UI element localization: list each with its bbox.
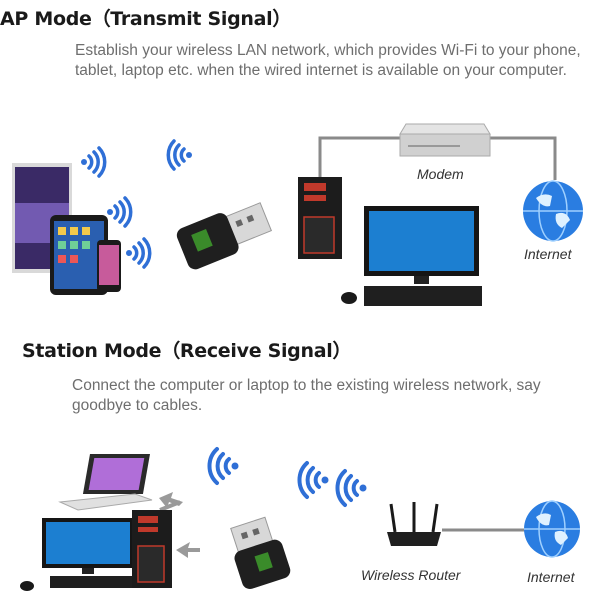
usb-wifi-adapter-image <box>175 197 285 289</box>
modem-label: Modem <box>417 166 464 182</box>
internet-label: Internet <box>524 246 572 262</box>
laptop-image <box>58 454 153 512</box>
station-mode-title: Station Mode（Receive Signal） <box>22 340 352 362</box>
internet-label: Internet <box>527 569 575 585</box>
ap-mode-description: Establish your wireless LAN network, whi… <box>75 42 581 79</box>
desktop-tower-image <box>130 510 174 590</box>
modem-image <box>399 123 491 158</box>
desktop-tower-image <box>296 177 346 262</box>
ap-mode-title: AP Mode（Transmit Signal） <box>0 8 292 30</box>
wireless-router-label: Wireless Router <box>361 567 461 583</box>
wireless-router-image <box>385 500 443 552</box>
phone-image <box>97 240 121 292</box>
monitor-image <box>364 206 482 306</box>
usb-wifi-adapter-image <box>230 515 300 590</box>
station-mode-description: Connect the computer or laptop to the ex… <box>72 377 541 414</box>
tablet-image <box>50 215 108 295</box>
monitor-image <box>40 518 140 588</box>
